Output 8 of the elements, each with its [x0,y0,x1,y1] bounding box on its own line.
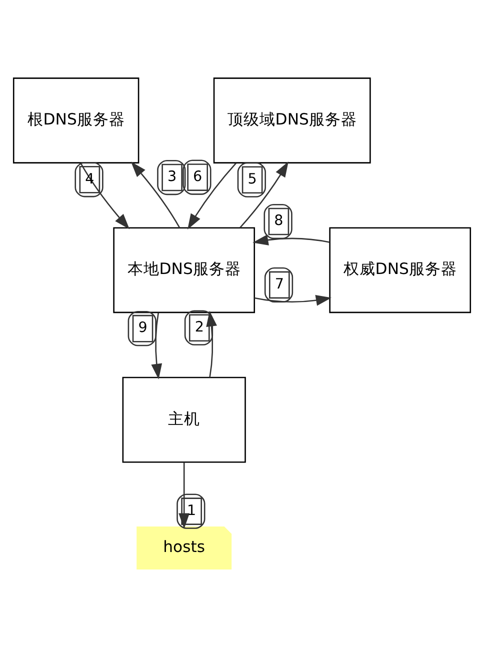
edge-label: 1 [187,502,196,518]
edge-label: 2 [194,319,204,336]
edge-label: 3 [168,168,177,185]
edge-label: 5 [248,171,257,188]
edge-label: 8 [274,212,284,229]
edge-label: 7 [274,276,284,292]
edge-label: 9 [138,320,148,336]
edge-label: 6 [193,168,202,184]
